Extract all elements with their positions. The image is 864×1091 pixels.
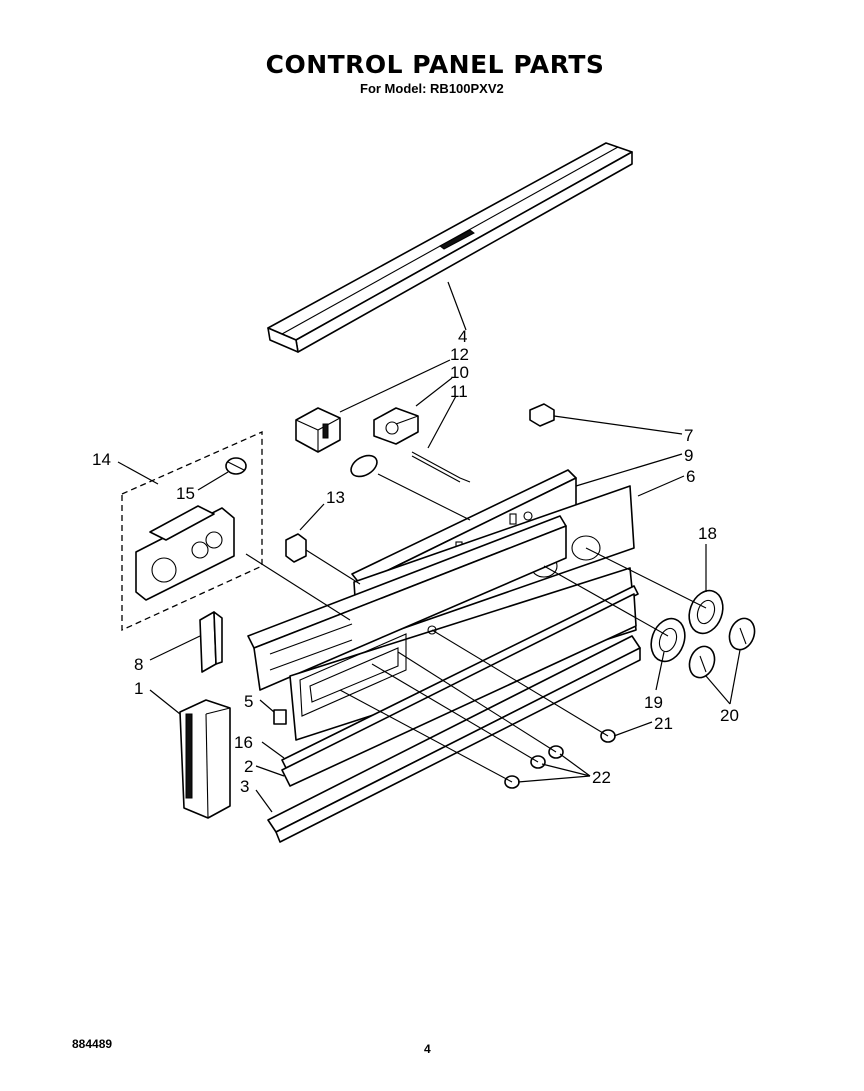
part-16-trim <box>281 585 639 769</box>
part-20-knob-lower <box>688 645 716 679</box>
model-subtitle: For Model: RB100PXV2 <box>360 81 504 96</box>
callout-1: 1 <box>134 679 143 698</box>
part-20-knob-upper <box>728 617 756 651</box>
part-3-trim <box>267 635 641 843</box>
callout-labels: 4 12 10 11 7 9 6 14 15 13 18 8 1 5 16 2 … <box>92 327 739 796</box>
callout-5: 5 <box>244 692 253 711</box>
callout-4: 4 <box>458 327 467 346</box>
part-8-bracket <box>199 611 223 673</box>
part-7-clip <box>529 403 555 427</box>
part-4-top-trim <box>267 142 633 353</box>
callout-18: 18 <box>698 524 717 543</box>
footer-part-code: 884489 <box>72 1037 113 1051</box>
main-control-panel <box>247 515 567 691</box>
page-number: 4 <box>424 1042 431 1056</box>
callout-2: 2 <box>244 757 253 776</box>
callout-7: 7 <box>684 426 693 445</box>
leader-lines <box>117 281 741 813</box>
callout-16: 16 <box>234 733 253 752</box>
callout-10: 10 <box>450 363 469 382</box>
callout-3: 3 <box>240 777 249 796</box>
callout-14: 14 <box>92 450 111 469</box>
part-10-switch-housing <box>373 407 419 445</box>
callout-19: 19 <box>644 693 663 712</box>
assembly-guide-lines <box>245 473 707 783</box>
part-glass-panel <box>289 567 637 741</box>
callout-11: 11 <box>450 382 468 401</box>
part-14-timer-assembly <box>121 431 263 632</box>
part-12-switch-housing <box>295 407 341 453</box>
callout-13: 13 <box>326 488 345 507</box>
callout-6: 6 <box>686 467 695 486</box>
part-5-block <box>273 709 287 725</box>
callout-8: 8 <box>134 655 143 674</box>
part-13-switch <box>285 533 307 563</box>
callout-12: 12 <box>450 345 469 364</box>
part-11-wire <box>350 451 471 483</box>
callout-9: 9 <box>684 446 693 465</box>
part-15-timer-knob <box>225 457 247 475</box>
part-18-bezel <box>688 589 724 635</box>
part-19-bezel <box>650 617 686 663</box>
page-title: CONTROL PANEL PARTS <box>265 50 605 79</box>
callout-20: 20 <box>720 706 739 725</box>
part-1-end-cap <box>179 699 231 819</box>
callout-22: 22 <box>592 768 611 787</box>
callout-21: 21 <box>654 714 673 733</box>
callout-15: 15 <box>176 484 195 503</box>
